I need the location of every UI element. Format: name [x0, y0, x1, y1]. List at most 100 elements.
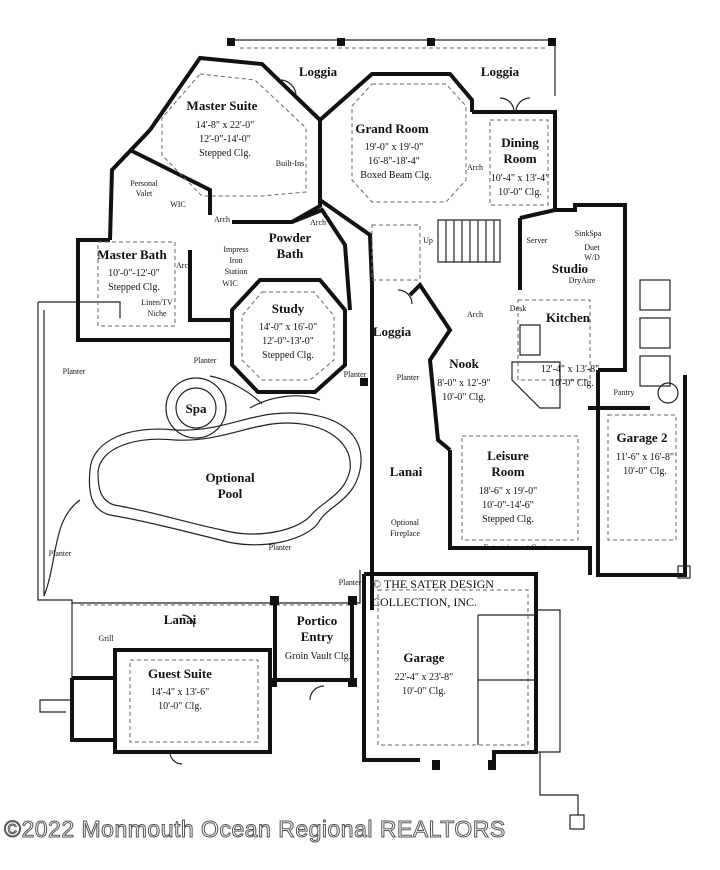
built-ins-label: Built-Ins [276, 159, 304, 168]
kitchen-clg: 10'-0" Clg. [550, 378, 594, 389]
study-clg2: Stepped Clg. [262, 350, 314, 361]
desk-label: Desk [510, 304, 526, 313]
loggia-label-1: Loggia [299, 64, 338, 79]
garage-2-name: Garage 2 [617, 430, 668, 445]
arch-label-4: Arch [176, 261, 192, 270]
grand-room-clg: 16'-8"-18'-4" [368, 156, 420, 167]
linen-1: Linen/TV [141, 298, 173, 307]
master-bath-clg: Stepped Clg. [108, 282, 160, 293]
guest-suite-name: Guest Suite [148, 666, 212, 681]
door-swings [169, 79, 531, 765]
studio-name: Studio [552, 261, 588, 276]
dining-name-1: Dining [501, 135, 539, 150]
wic-label-1: WIC [170, 200, 186, 209]
pantry-label: Pantry [614, 388, 635, 397]
powder-name-1: Powder [269, 230, 312, 245]
room-leisure: Leisure Room 18'-6" x 19'-0" 10'-0"-14'-… [479, 448, 537, 525]
stairs [437, 219, 501, 263]
room-dining: Dining Room 10'-4" x 13'-4" 10'-0" Clg. [491, 135, 549, 198]
duet-2: W/D [584, 253, 600, 262]
leisure-dim: 18'-6" x 19'-0" [479, 486, 537, 497]
arch-label-2: Arch [214, 215, 230, 224]
room-garage: Garage 22'-4" x 23'-8" 10'-0" Clg. [395, 650, 453, 697]
impress-2: Iron [229, 256, 242, 265]
linen-2: Niche [147, 309, 167, 318]
guest-suite-dim: 14'-4" x 13'-6" [151, 687, 209, 698]
impress-3: Station [225, 267, 248, 276]
kitchen-dim: 12'-4" x 13'-8" [541, 364, 599, 375]
room-nook: Nook 8'-0" x 12'-9" 10'-0" Clg. [437, 356, 490, 403]
copyright-line-1: © THE SATER DESIGN [372, 577, 494, 591]
planter-1: Planter [63, 367, 86, 376]
spa-name: Spa [186, 401, 207, 416]
master-suite-clg: 12'-0"-14'-0" [199, 134, 251, 145]
grill-label: Grill [98, 634, 114, 643]
garage-name: Garage [403, 650, 444, 665]
pool-name-1: Optional [205, 470, 255, 485]
fireplace-2: Fireplace [390, 529, 420, 538]
study-name: Study [272, 301, 305, 316]
arch-label-3: Arch [310, 218, 326, 227]
room-master-bath: Master Bath 10'-0"-12'-0" Stepped Clg. [97, 247, 167, 293]
dining-clg: 10'-0" Clg. [498, 187, 542, 198]
watermark: ©2022 Monmouth Ocean Regional REALTORS [4, 816, 506, 843]
planter-2: Planter [194, 356, 217, 365]
planter-4: Planter [397, 373, 420, 382]
lanai-main-name: Lanai [390, 464, 423, 479]
garage-dim: 22'-4" x 23'-8" [395, 672, 453, 683]
grand-room-clg2: Boxed Beam Clg. [360, 170, 431, 181]
personal-valet-2: Valet [136, 189, 153, 198]
planter-3: Planter [344, 370, 367, 379]
loggia-label-3: Loggia [373, 324, 412, 339]
master-bath-name: Master Bath [97, 247, 167, 262]
dryaire-label: DryAire [569, 276, 596, 285]
up-label: Up [423, 236, 433, 245]
kitchen-island [511, 361, 561, 409]
portico-name-1: Portico [297, 613, 337, 628]
portico-clg: Groin Vault Clg. [285, 651, 351, 662]
loggia-label-2: Loggia [481, 64, 520, 79]
portico-name-2: Entry [301, 629, 334, 644]
grand-room-name: Grand Room [355, 121, 428, 136]
grand-room-dim: 19'-0" x 19'-0" [365, 142, 423, 153]
leisure-name-1: Leisure [487, 448, 529, 463]
pool-deck-outline [37, 301, 361, 604]
leisure-clg2: Stepped Clg. [482, 514, 534, 525]
duet-1: Duet [584, 243, 600, 252]
nook-clg: 10'-0" Clg. [442, 392, 486, 403]
copyright-line-2: COLLECTION, INC. [372, 595, 477, 609]
garage-2-clg: 10'-0" Clg. [623, 466, 667, 477]
leisure-name-2: Room [491, 464, 524, 479]
planter-7: Planter [339, 578, 362, 587]
arch-label-1: Arch [467, 163, 483, 172]
master-suite-clg2: Stepped Clg. [199, 148, 251, 159]
spa [165, 377, 227, 439]
leisure-clg: 10'-0"-14'-6" [482, 500, 534, 511]
master-bath-dim: 10'-0"-12'-0" [108, 268, 160, 279]
nook-name: Nook [449, 356, 479, 371]
powder-name-2: Bath [277, 246, 305, 261]
nook-dim: 8'-0" x 12'-9" [437, 378, 490, 389]
room-guest-suite: Guest Suite 14'-4" x 13'-6" 10'-0" Clg. [148, 666, 212, 712]
dining-name-2: Room [503, 151, 536, 166]
sinkspa-label: SinkSpa [575, 229, 602, 238]
room-portico: Portico Entry Groin Vault Clg. [285, 613, 351, 662]
wall-markers [227, 38, 556, 770]
master-suite-dim: 14'-8" x 22'-0" [196, 120, 254, 131]
planter-5: Planter [49, 549, 72, 558]
guest-suite-clg: 10'-0" Clg. [158, 701, 202, 712]
building-walls [70, 55, 687, 765]
wic-label-2: WIC [222, 279, 238, 288]
room-garage-2: Garage 2 11'-6" x 16'-8" 10'-0" Clg. [616, 430, 674, 477]
master-suite-name: Master Suite [187, 98, 258, 113]
dining-dim: 10'-4" x 13'-4" [491, 173, 549, 184]
garage-clg: 10'-0" Clg. [402, 686, 446, 697]
windows-right [639, 279, 691, 579]
room-study: Study 14'-0" x 16'-0" 12'-0"-13'-0" Step… [259, 301, 317, 361]
entertainment-center-label: Entertainment Center [484, 543, 553, 552]
study-clg: 12'-0"-13'-0" [262, 336, 314, 347]
room-kitchen: Kitchen 12'-4" x 13'-8" 10'-0" Clg. [541, 310, 599, 389]
kitchen-name: Kitchen [546, 310, 591, 325]
impress-1: Impress [223, 245, 248, 254]
